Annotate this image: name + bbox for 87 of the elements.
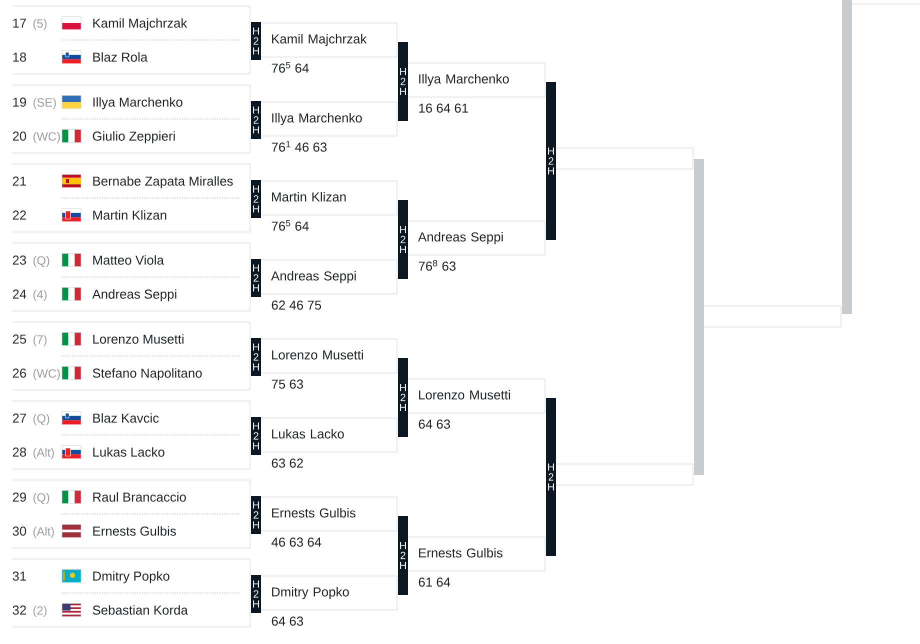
seed-number: 28 [12, 448, 26, 457]
seed-tag: (Alt) [33, 448, 54, 460]
player-name: Ernests Gulbis [93, 526, 176, 536]
seed-number: 30 [12, 526, 26, 536]
seed-number: 23 [12, 256, 26, 265]
player-name: Martin Klizan [93, 210, 166, 220]
seed-number: 18 [13, 52, 26, 62]
seed-number: 20 [12, 132, 26, 141]
player-name: Illya Marchenko [93, 97, 182, 110]
h2h-button: H 2 H [251, 496, 261, 534]
player-name: Giulio Zeppieri [92, 131, 175, 144]
seed-tag: (Q) [33, 492, 50, 504]
player-box: Illya Marchenko [406, 62, 546, 98]
player-box: Dmitry Popko [260, 576, 398, 610]
seed-tag: (4) [33, 290, 47, 302]
seed-number: 24 [12, 290, 26, 299]
seed-number: 21 [12, 176, 26, 186]
score-text: 63 62 [272, 458, 303, 468]
seed-number: 17 [13, 18, 26, 28]
player-box: Lorenzo Musetti [260, 338, 398, 374]
h2h-button: H 2 H [251, 22, 261, 60]
empty-slot [702, 306, 842, 328]
player-name: Blaz Rola [93, 52, 148, 62]
seed-number: 25 [12, 334, 26, 344]
empty-slot [554, 148, 694, 170]
player-name: Sebastian Korda [92, 605, 188, 615]
seed-tag: (Q) [33, 256, 50, 268]
empty-slot [554, 464, 694, 486]
player-box: Lukas Lacko [260, 418, 398, 452]
seed-number: 31 [12, 572, 26, 581]
player-box: Kamil Majchrzak [260, 22, 398, 58]
score-text: 76$^{5}$ 64 [272, 220, 309, 231]
h2h-button: H 2 H [398, 516, 408, 595]
player-name: Kamil Majchrzak [93, 18, 188, 30]
player-name: Raul Brancaccio [93, 492, 186, 502]
player-box: Andreas Seppi [406, 220, 546, 256]
score-text: 76$^{5}$ 64 [272, 62, 309, 73]
player-box: Martin Klizan [260, 180, 398, 216]
h2h-button: H 2 H [251, 180, 261, 218]
score-text: 76$^{1}$ 46 63 [272, 141, 327, 152]
h2h-button: H 2 H [398, 42, 408, 121]
seed-number: 29 [12, 492, 26, 502]
player-box: Illya Marchenko [260, 102, 398, 136]
player-name: Matteo Viola [93, 255, 164, 265]
seed-number: 26 [12, 368, 26, 378]
h2h-button: H 2 H [251, 101, 261, 139]
h2h-button: H 2 H [398, 358, 408, 437]
player-name: Dmitry Popko [93, 571, 170, 584]
score-text: 46 63 64 [272, 538, 322, 547]
seed-tag: (SE) [33, 98, 56, 110]
score-text: 75 63 [272, 380, 304, 389]
h2h-button: H 2 H [251, 338, 261, 376]
seed-tag: (WC) [33, 368, 60, 380]
seed-number: 19 [13, 98, 26, 107]
player-box: Andreas Seppi [260, 260, 398, 294]
player-name: Stefano Napolitano [92, 368, 202, 380]
seed-tag: (Q) [33, 414, 50, 426]
h2h-button: H 2 H [251, 575, 261, 613]
player-name: Bernabe Zapata Miralles [93, 176, 233, 188]
player-name: Blaz Kavcic [93, 413, 159, 423]
player-box: Ernests Gulbis [260, 496, 398, 532]
bracket-bar [694, 159, 704, 475]
seed-tag: (5) [33, 18, 47, 30]
player-name: Andreas Seppi [92, 289, 176, 302]
score-text: 61 64 [418, 578, 450, 587]
player-box: Lorenzo Musetti [406, 378, 546, 414]
seed-tag: (2) [33, 606, 47, 618]
player-name: Lorenzo Musetti [93, 334, 184, 344]
h2h-button: H 2 H [546, 398, 556, 556]
h2h-button: H 2 H [546, 82, 556, 240]
score-text: 16 64 61 [419, 104, 468, 113]
h2h-button: H 2 H [251, 259, 261, 297]
seed-tag: (7) [33, 334, 47, 346]
seed-number: 27 [12, 414, 26, 423]
seed-tag: (Alt) [33, 526, 54, 538]
score-text: 76$^{8}$ 63 [418, 260, 456, 271]
h2h-button: H 2 H [398, 200, 408, 279]
seed-tag: (WC) [33, 132, 60, 144]
seed-number: 22 [12, 210, 26, 220]
player-box: Ernests Gulbis [406, 536, 546, 572]
score-text: 64 63 [418, 420, 450, 429]
bracket-bar [842, 0, 852, 314]
score-text: 64 63 [272, 616, 304, 626]
player-name: Lukas Lacko [93, 447, 164, 457]
h2h-button: H 2 H [251, 417, 261, 455]
seed-number: 32 [12, 606, 26, 615]
score-text: 62 46 75 [272, 300, 322, 310]
